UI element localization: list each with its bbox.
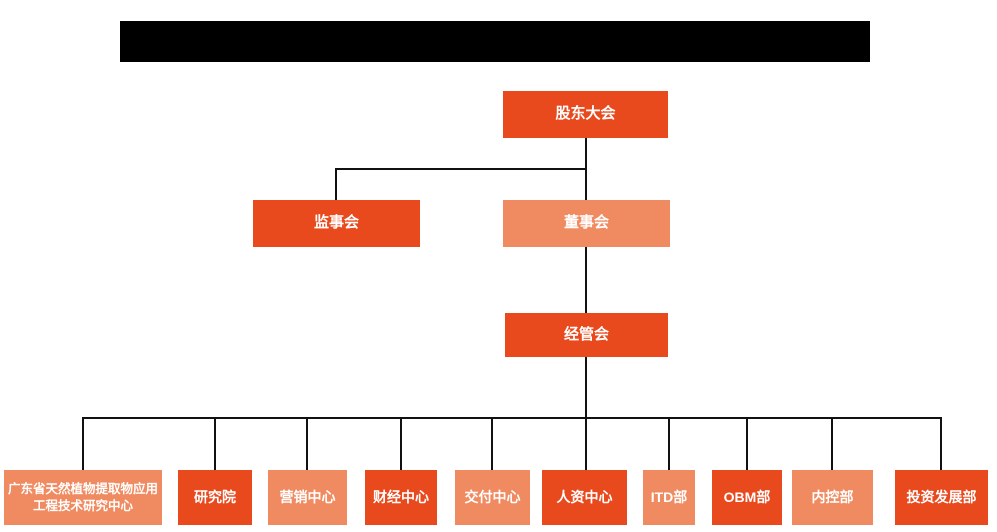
node-supervisory-board: 监事会	[253, 200, 420, 247]
node-delivery-center: 交付中心	[455, 470, 530, 525]
node-hr-center: 人资中心	[542, 470, 627, 525]
connector-line	[214, 417, 216, 470]
node-label: 研究院	[194, 489, 236, 506]
node-board-of-directors: 董事会	[503, 200, 670, 247]
node-label: 监事会	[313, 214, 359, 232]
node-label: 交付中心	[464, 489, 521, 506]
node-investment-development-dept: 投资发展部	[895, 470, 988, 525]
connector-line	[491, 417, 493, 470]
connector-line	[585, 357, 587, 419]
connector-line	[82, 417, 942, 419]
connector-line	[335, 168, 587, 170]
connector-line	[746, 417, 748, 470]
node-research-institute: 研究院	[178, 470, 252, 525]
node-label: 内控部	[811, 489, 854, 506]
node-shareholders-meeting: 股东大会	[503, 91, 668, 138]
node-marketing-center: 营销中心	[268, 470, 347, 525]
connector-line	[585, 417, 587, 470]
node-gd-research-center: 广东省天然植物提取物应用工程技术研究中心	[4, 470, 162, 525]
node-label: 股东大会	[555, 105, 616, 123]
connector-line	[400, 417, 402, 470]
node-management-committee: 经管会	[505, 313, 668, 357]
node-label: 广东省天然植物提取物应用工程技术研究中心	[8, 481, 159, 513]
redacted-title-bar	[120, 21, 870, 62]
node-label: 经管会	[563, 325, 609, 343]
connector-line	[335, 168, 337, 200]
connector-line	[668, 417, 670, 470]
connector-line	[306, 417, 308, 470]
node-label: 董事会	[563, 214, 609, 232]
node-finance-center: 财经中心	[365, 470, 437, 525]
connector-line	[940, 417, 942, 470]
node-label: OBM部	[723, 489, 771, 506]
node-obm-dept: OBM部	[712, 470, 782, 525]
node-label: 人资中心	[556, 489, 613, 506]
node-label: 投资发展部	[906, 489, 977, 506]
node-label: 营销中心	[279, 489, 336, 506]
node-label: ITD部	[650, 489, 688, 506]
connector-line	[831, 417, 833, 470]
connector-line	[82, 417, 84, 470]
node-itd-dept: ITD部	[643, 470, 695, 525]
node-label: 财经中心	[373, 489, 429, 506]
node-internal-control-dept: 内控部	[792, 470, 873, 525]
connector-line	[585, 247, 587, 313]
